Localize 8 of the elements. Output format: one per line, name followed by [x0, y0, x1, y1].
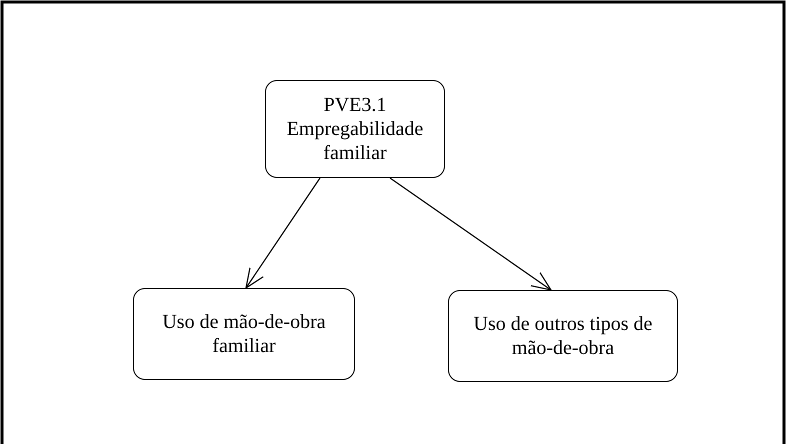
node-label: Uso de mão-de-obra familiar [161, 310, 327, 358]
process-box [133, 288, 355, 380]
arrow [245, 178, 320, 289]
process-box [265, 80, 445, 178]
process-box [448, 290, 678, 382]
arrow [390, 178, 552, 291]
node-label: PVE3.1 Empregabilidade familiar [286, 93, 424, 165]
node-label: Uso de outros tipos de mão-de-obra [472, 312, 654, 360]
